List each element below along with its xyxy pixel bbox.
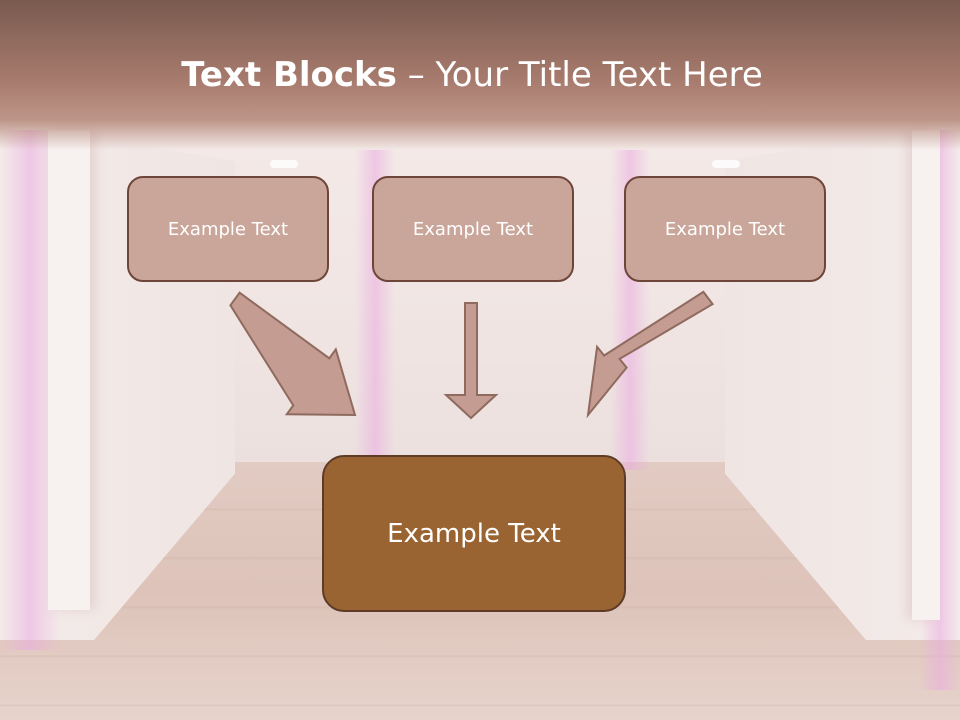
right-pillar (912, 130, 940, 620)
ceiling-light (270, 160, 298, 168)
text-block-label: Example Text (664, 218, 786, 240)
title-band (0, 0, 960, 150)
text-block-main[interactable]: Example Text (322, 455, 626, 612)
ceiling-light (712, 160, 740, 168)
text-block-top-left[interactable]: Example Text (127, 176, 329, 282)
title-regular-part: – Your Title Text Here (396, 55, 763, 95)
text-block-top-right[interactable]: Example Text (624, 176, 826, 282)
text-block-label: Example Text (167, 218, 289, 240)
text-block-main-label: Example Text (387, 518, 561, 549)
arrow-down (443, 302, 499, 420)
text-block-top-center[interactable]: Example Text (372, 176, 574, 282)
slide-title[interactable]: Text Blocks – Your Title Text Here (0, 52, 944, 98)
arrow-down-right (229, 291, 357, 417)
left-pillar (48, 130, 90, 610)
title-bold-part: Text Blocks (181, 55, 397, 95)
arrow-down-left (586, 290, 715, 419)
text-block-label: Example Text (412, 218, 534, 240)
